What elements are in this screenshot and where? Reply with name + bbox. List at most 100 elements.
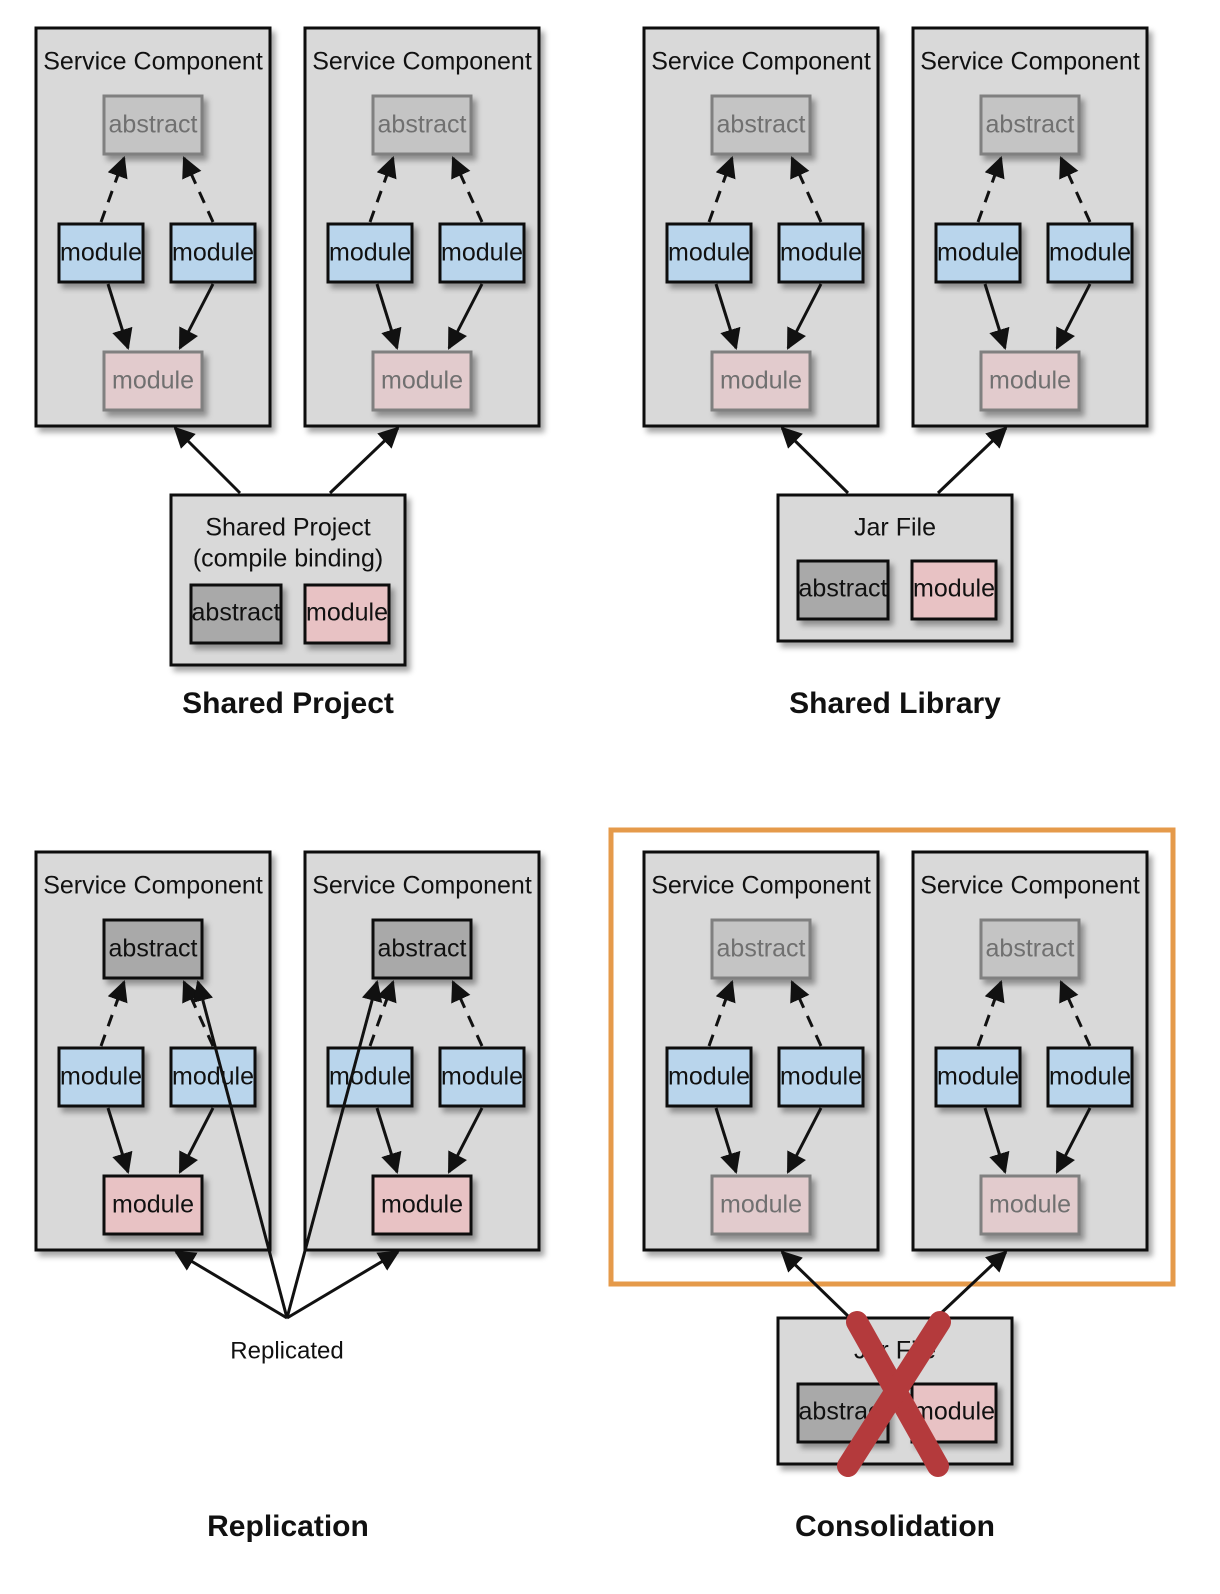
dashed-arrow-left bbox=[707, 156, 736, 223]
module-left-label: module bbox=[60, 1063, 142, 1091]
replicated-arrow-abstract-left bbox=[192, 979, 289, 1319]
module-left-label: module bbox=[60, 239, 142, 267]
solid-arrow-right bbox=[178, 1107, 215, 1174]
module-right-box bbox=[1046, 1046, 1134, 1108]
module-bottom-label: module bbox=[720, 367, 802, 395]
abstract-label: abstract bbox=[717, 935, 806, 963]
source-title: Shared Project bbox=[205, 514, 370, 542]
replicated-arrow-component-left bbox=[174, 1250, 288, 1320]
module-bottom-box bbox=[979, 1174, 1081, 1236]
dependency-arrow-right bbox=[936, 1250, 1008, 1318]
module-left-box bbox=[57, 222, 145, 284]
solid-arrow-left bbox=[714, 1107, 741, 1175]
replicated-label: Replicated bbox=[230, 1337, 343, 1364]
solid-arrow-left bbox=[106, 283, 133, 351]
source-abstract-box bbox=[796, 559, 890, 621]
module-right-box bbox=[1046, 222, 1134, 284]
module-right-label: module bbox=[1049, 239, 1131, 267]
module-left-box bbox=[665, 222, 753, 284]
module-right-box bbox=[438, 222, 526, 284]
module-bottom-box bbox=[710, 350, 812, 412]
module-bottom-label: module bbox=[381, 1191, 463, 1219]
service-component-title: Service Component bbox=[312, 872, 532, 900]
panel-replication: Service Component abstract module module mod… bbox=[34, 850, 541, 1543]
solid-arrow-left bbox=[983, 1107, 1010, 1175]
module-right-box bbox=[438, 1046, 526, 1108]
module-bottom-box bbox=[710, 1174, 812, 1236]
solid-arrow-right bbox=[447, 1107, 484, 1174]
module-left-label: module bbox=[668, 1063, 750, 1091]
module-right-label: module bbox=[780, 1063, 862, 1091]
abstract-label: abstract bbox=[986, 935, 1075, 963]
replicated-arrow-abstract-right bbox=[285, 979, 383, 1319]
module-left-box bbox=[326, 222, 414, 284]
panel-shared-project: Service Component abstract module module mod… bbox=[34, 26, 541, 720]
module-bottom-box bbox=[102, 350, 204, 412]
module-bottom-box bbox=[371, 1174, 473, 1236]
source-module-label: module bbox=[306, 599, 388, 627]
panel-caption: Replication bbox=[207, 1510, 369, 1543]
module-left-label: module bbox=[329, 239, 411, 267]
module-bottom-label: module bbox=[112, 1191, 194, 1219]
service-component-title: Service Component bbox=[920, 872, 1140, 900]
abstract-box bbox=[102, 94, 204, 156]
abstract-label: abstract bbox=[378, 111, 467, 139]
source-abstract-label: abstract bbox=[799, 575, 888, 603]
dashed-arrow-left bbox=[368, 156, 397, 223]
module-left-box bbox=[934, 1046, 1022, 1108]
abstract-box bbox=[371, 94, 473, 156]
module-left-box bbox=[57, 1046, 145, 1108]
cross-out-icon bbox=[837, 1311, 951, 1477]
dashed-arrow-right bbox=[1059, 980, 1092, 1047]
source-subtitle: (compile binding) bbox=[193, 545, 383, 573]
abstract-box bbox=[102, 918, 204, 980]
dashed-arrow-right bbox=[790, 980, 823, 1047]
dashed-arrow-left bbox=[976, 156, 1005, 223]
module-left-box bbox=[934, 222, 1022, 284]
module-right-label: module bbox=[441, 239, 523, 267]
module-right-label: module bbox=[172, 1063, 254, 1091]
module-bottom-box bbox=[102, 1174, 204, 1236]
service-component-title: Service Component bbox=[43, 872, 263, 900]
solid-arrow-right bbox=[1055, 1107, 1092, 1174]
dashed-arrow-left bbox=[976, 980, 1005, 1047]
abstract-box bbox=[979, 94, 1081, 156]
source-title: Jar File bbox=[854, 514, 936, 542]
service-component: Service Component abstract module module mod… bbox=[34, 850, 272, 1252]
source-box: Shared Project (compile binding) abstract m… bbox=[169, 493, 407, 667]
module-bottom-box bbox=[371, 350, 473, 412]
solid-arrow-right bbox=[1055, 283, 1092, 350]
solid-arrow-right bbox=[786, 1107, 823, 1174]
source-module-label: module bbox=[913, 1398, 995, 1426]
abstract-label: abstract bbox=[378, 935, 467, 963]
dashed-arrow-right bbox=[451, 980, 484, 1047]
dashed-arrow-left bbox=[99, 156, 128, 223]
abstract-label: abstract bbox=[109, 935, 198, 963]
abstract-box bbox=[710, 94, 812, 156]
dependency-arrow-left bbox=[780, 426, 850, 495]
module-bottom-label: module bbox=[381, 367, 463, 395]
module-right-box bbox=[777, 222, 865, 284]
source-abstract-box bbox=[189, 583, 283, 645]
module-left-box bbox=[326, 1046, 414, 1108]
dashed-arrow-right bbox=[182, 980, 215, 1047]
dashed-arrow-left bbox=[707, 980, 736, 1047]
panel-caption: Shared Library bbox=[789, 687, 1001, 720]
panel-consolidation: Service Component abstract module module mod… bbox=[608, 827, 1176, 1543]
dashed-arrow-right bbox=[182, 156, 215, 223]
source-module-box bbox=[910, 559, 998, 621]
source-box: Jar File abstract module bbox=[776, 493, 1014, 643]
source-abstract-label: abstract bbox=[192, 599, 281, 627]
service-component-title: Service Component bbox=[43, 48, 263, 76]
solid-arrow-right bbox=[786, 283, 823, 350]
solid-arrow-left bbox=[106, 1107, 133, 1175]
source-module-label: module bbox=[913, 575, 995, 603]
abstract-label: abstract bbox=[109, 111, 198, 139]
